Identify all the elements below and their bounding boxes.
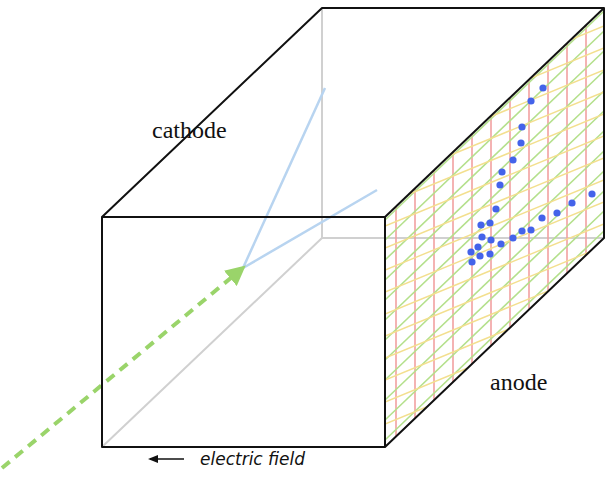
chamber-outline <box>102 8 604 447</box>
ionization-dots <box>467 84 595 265</box>
field-arrow <box>150 458 184 460</box>
anode-label: anode <box>490 370 547 394</box>
particle-tracks <box>243 88 377 268</box>
incoming-particle <box>2 272 238 468</box>
anode-wire-grid <box>385 0 604 495</box>
field-label: electric field <box>200 451 305 468</box>
hidden-edges <box>102 8 604 447</box>
cathode-label: cathode <box>152 118 227 142</box>
